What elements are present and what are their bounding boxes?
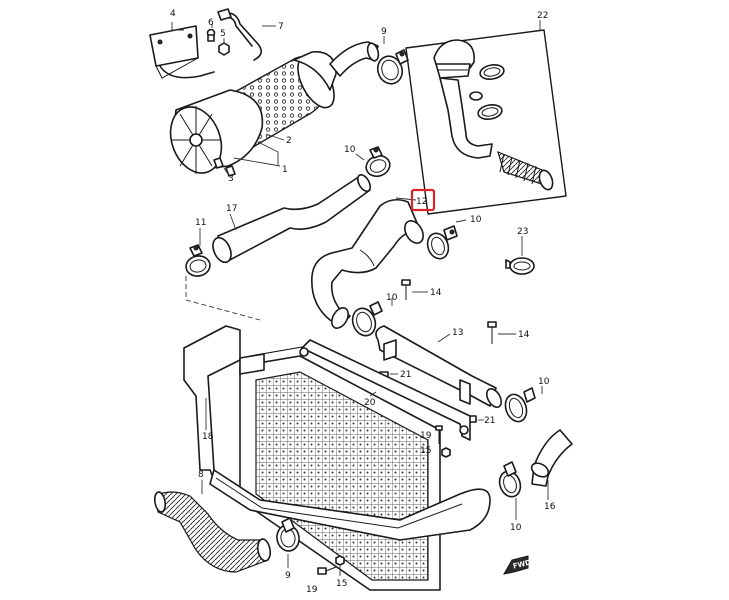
nut-15-mid (441, 447, 451, 458)
callout-21-upper: 21 (400, 370, 411, 380)
callout-9-bottom: 9 (285, 571, 291, 581)
strap-7 (217, 8, 262, 61)
hose-clamp-10-mid (426, 225, 458, 260)
callout-10-upper: 10 (344, 145, 356, 155)
callout-3: 3 (228, 174, 234, 184)
nut-15-bottom (335, 555, 345, 576)
callout-14-upper: 14 (430, 288, 442, 298)
callout-10-right: 10 (538, 377, 550, 387)
bolt-6 (206, 28, 216, 42)
callout-16: 16 (544, 502, 556, 512)
hose-clamp-10-right (504, 386, 543, 423)
callout-1: 1 (282, 165, 288, 175)
hose-clamp-10-bottom (498, 461, 522, 520)
callout-labels: 4 6 5 7 9 2 3 1 22 10 12 11 17 10 23 14 … (170, 9, 556, 595)
callout-10-lower: 10 (386, 293, 398, 303)
callout-22: 22 (537, 11, 548, 21)
bracket-4 (149, 25, 215, 79)
bolt-14-upper (401, 279, 428, 300)
callout-13: 13 (452, 328, 463, 338)
hose-clamp-11 (185, 244, 211, 277)
callout-6: 6 (208, 18, 214, 28)
callout-18: 18 (202, 432, 214, 442)
callout-21-lower: 21 (484, 416, 495, 426)
callout-4: 4 (170, 9, 176, 19)
bolt-19-bottom (317, 566, 337, 575)
callout-19-mid: 19 (420, 431, 432, 441)
bolt-19-mid (435, 425, 443, 444)
intercooler-hose-12 (311, 198, 424, 329)
callout-5: 5 (220, 29, 226, 39)
callout-20: 20 (364, 398, 376, 408)
arrow-left-down-icon (503, 555, 529, 575)
callout-23: 23 (517, 227, 528, 237)
callout-19-bottom: 19 (306, 585, 318, 595)
clamp-23 (505, 236, 535, 275)
air-cleaner-assembly (149, 8, 409, 177)
callout-15-mid: 15 (420, 446, 431, 456)
hose-clamp-10-top (376, 49, 409, 85)
air-cleaner-cap (169, 89, 264, 177)
callout-11: 11 (195, 218, 206, 228)
callout-10-mid: 10 (470, 215, 482, 225)
callout-17: 17 (226, 204, 237, 214)
intercooler-pipe-13 (375, 325, 503, 408)
hose-clamp-10-upper (365, 146, 391, 178)
hose-16 (530, 429, 573, 500)
callout-12: 12 (416, 197, 427, 207)
nut-5 (218, 42, 230, 56)
intake-pipe-17 (212, 174, 372, 264)
corrugated-hose-8 (153, 480, 272, 573)
callout-14-right: 14 (518, 330, 530, 340)
callout-2: 2 (286, 136, 292, 146)
callout-9-top: 9 (381, 27, 387, 37)
bracket-20 (299, 339, 471, 441)
callout-10-bottom: 10 (510, 523, 522, 533)
hose-clamp-10-lower (351, 298, 393, 337)
callout-8: 8 (198, 470, 204, 480)
highlight-box-12 (410, 188, 436, 212)
forward-direction-marker (503, 555, 529, 575)
inset-box-22 (405, 20, 567, 215)
bolt-14-right (487, 321, 516, 344)
callout-15-bottom: 15 (336, 579, 347, 589)
duct-frame-18 (183, 325, 491, 541)
callout-7: 7 (278, 22, 284, 32)
hose-clamp-9 (276, 517, 300, 568)
